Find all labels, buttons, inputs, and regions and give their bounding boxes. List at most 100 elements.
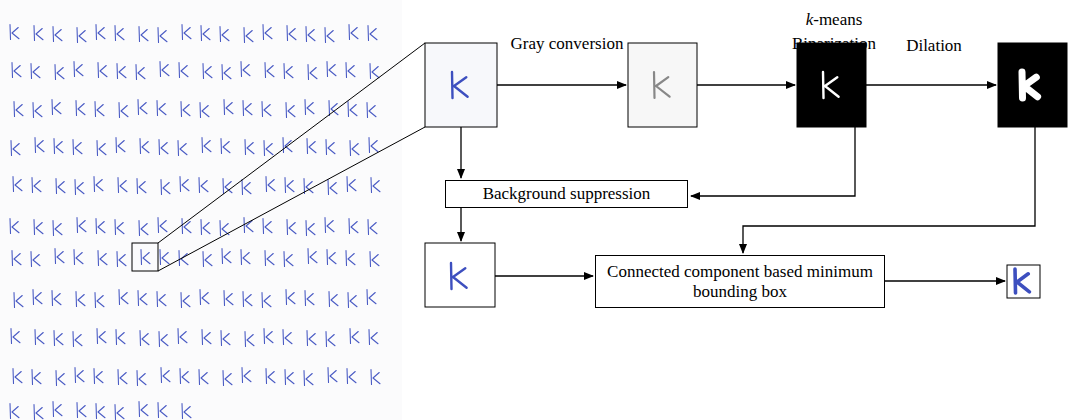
handwritten-k — [54, 139, 63, 154]
handwritten-k — [33, 290, 42, 305]
handwritten-k — [32, 178, 41, 193]
handwritten-k — [34, 220, 43, 235]
handwritten-k — [119, 290, 128, 305]
handwritten-k — [201, 26, 210, 41]
handwritten-k — [349, 219, 358, 234]
handwritten-k — [265, 251, 274, 266]
handwritten-k — [56, 371, 65, 386]
handwritten-k — [348, 293, 357, 308]
handwritten-k — [224, 100, 233, 115]
handwritten-k — [283, 330, 292, 345]
handwritten-k — [55, 249, 64, 264]
box-text: Background suppression — [483, 184, 651, 204]
step-label: k-means Binarization — [779, 8, 889, 56]
handwritten-k — [287, 220, 296, 235]
handwritten-k — [33, 103, 42, 118]
handwritten-k — [157, 292, 166, 307]
handwritten-k — [138, 100, 147, 115]
handwritten-k — [326, 332, 335, 347]
handwritten-k — [823, 72, 839, 98]
handwritten-k — [35, 330, 44, 345]
handwritten-k — [77, 28, 86, 43]
process-box: Background suppression — [445, 180, 688, 208]
handwritten-k — [73, 140, 82, 155]
handwritten-k — [243, 292, 252, 307]
handwritten-k — [53, 221, 62, 236]
suppressed-image — [425, 243, 495, 307]
zoom-line — [158, 43, 425, 243]
handwritten-k — [265, 63, 274, 78]
handwritten-k — [326, 140, 335, 155]
handwritten-samples — [10, 25, 380, 420]
handwritten-k — [10, 25, 19, 40]
handwritten-k — [117, 64, 126, 79]
handwritten-k — [181, 293, 190, 308]
handwritten-k — [159, 332, 168, 347]
handwritten-k — [306, 27, 315, 42]
handwritten-k — [285, 178, 294, 193]
cropped-image — [1007, 265, 1040, 298]
handwritten-k — [266, 177, 275, 192]
handwritten-k — [263, 219, 272, 234]
handwritten-k — [115, 220, 124, 235]
handwritten-k — [367, 103, 376, 118]
handwritten-k — [241, 62, 250, 77]
color-image — [425, 43, 497, 127]
handwritten-k — [94, 369, 103, 384]
handwritten-k — [77, 218, 86, 233]
handwritten-k — [346, 251, 355, 266]
handwritten-k — [11, 329, 20, 344]
handwritten-k — [241, 250, 250, 265]
handwritten-k — [325, 218, 334, 233]
handwritten-k — [158, 28, 167, 43]
handwritten-k — [286, 290, 295, 305]
handwritten-k — [370, 64, 379, 79]
handwritten-k — [325, 28, 334, 43]
handwritten-k — [31, 64, 40, 79]
handwritten-k — [73, 332, 82, 347]
handwritten-k — [368, 220, 377, 235]
handwritten-k — [451, 263, 467, 289]
handwritten-k — [179, 251, 188, 266]
handwritten-k — [161, 180, 170, 195]
handwritten-k — [180, 369, 189, 384]
handwritten-k — [201, 220, 210, 235]
handwritten-k — [264, 141, 273, 156]
handwritten-k — [1015, 269, 1029, 293]
handwritten-k — [329, 292, 338, 307]
handwritten-k — [13, 177, 22, 192]
handwritten-k — [327, 250, 336, 265]
handwritten-k — [31, 252, 40, 267]
handwritten-k — [284, 64, 293, 79]
handwritten-k — [11, 141, 20, 156]
step-label: Gray conversion — [492, 32, 642, 56]
handwritten-k — [10, 219, 19, 234]
step-label: Dilation — [884, 34, 984, 58]
handwritten-k — [157, 101, 166, 116]
handwritten-k — [119, 103, 128, 118]
handwritten-k — [95, 293, 104, 308]
binary-image — [797, 43, 866, 127]
handwritten-k — [14, 102, 23, 117]
handwritten-k — [328, 180, 337, 195]
handwritten-k — [266, 369, 275, 384]
handwritten-k — [32, 370, 41, 385]
handwritten-k — [138, 291, 147, 306]
handwritten-k — [222, 249, 231, 264]
handwritten-k — [12, 63, 21, 78]
handwritten-k — [224, 291, 233, 306]
handwritten-k — [262, 293, 271, 308]
handwritten-k — [654, 72, 670, 98]
handwritten-k — [306, 221, 315, 236]
gray-image — [628, 43, 697, 127]
handwritten-k — [96, 219, 105, 234]
handwritten-k — [118, 178, 127, 193]
handwritten-k — [1022, 72, 1038, 98]
handwritten-k — [115, 26, 124, 41]
handwritten-k — [34, 26, 43, 41]
handwritten-k — [349, 25, 358, 40]
handwritten-k — [283, 138, 292, 153]
handwritten-k — [369, 330, 378, 345]
